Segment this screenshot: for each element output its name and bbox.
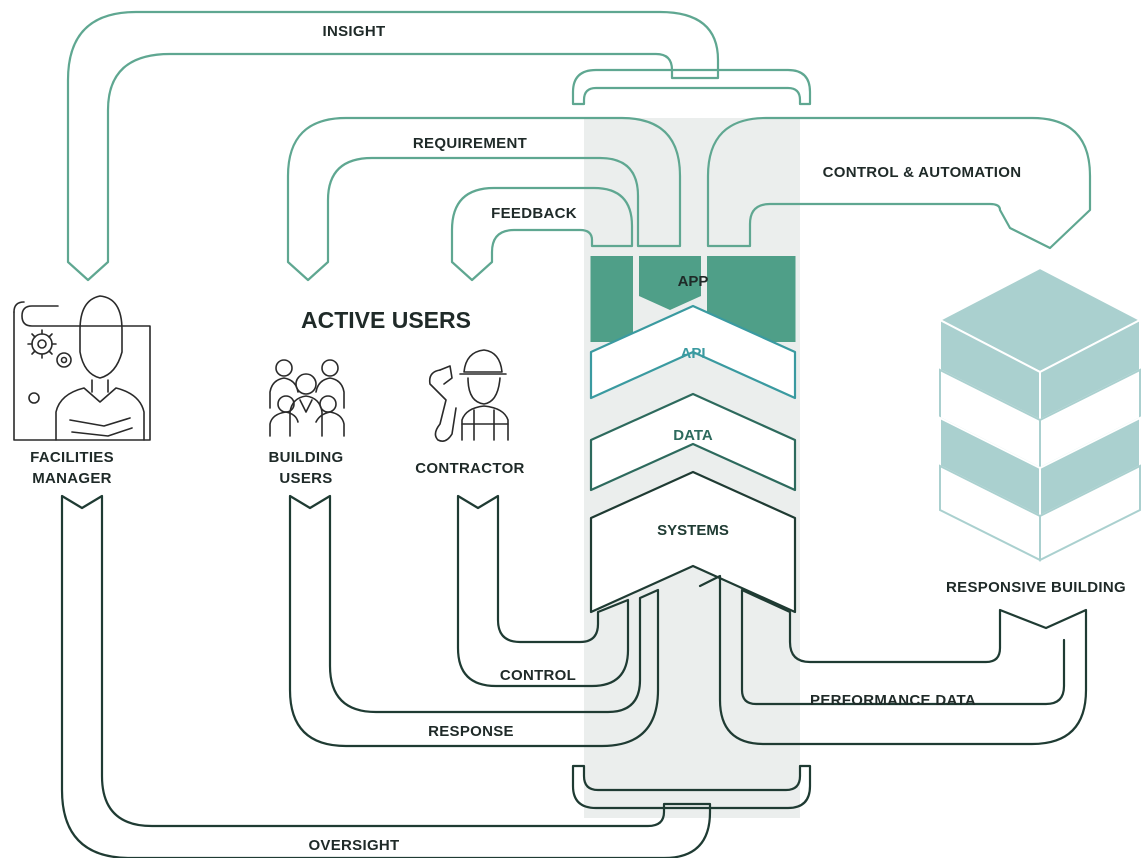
facilities-manager-label-2: MANAGER <box>32 470 112 487</box>
facilities-manager-label-1: FACILITIES <box>30 449 114 466</box>
feedback-arrow <box>450 186 634 282</box>
building-users-label-1: BUILDING <box>269 449 344 466</box>
building-users-label-2: USERS <box>279 470 332 487</box>
control-automation-arrow <box>706 116 1092 250</box>
insight-arrow <box>66 10 720 282</box>
data-layer-label: DATA <box>673 427 713 444</box>
response-label: RESPONSE <box>428 723 514 740</box>
building-users-icon <box>269 359 345 437</box>
api-layer-label: API <box>680 345 705 362</box>
control-automation-label: CONTROL & AUTOMATION <box>823 164 1022 181</box>
requirement-label: REQUIREMENT <box>413 135 527 152</box>
contractor-icon <box>428 349 509 442</box>
bottom-bracket <box>571 764 812 810</box>
requirement-arrow <box>286 116 682 282</box>
systems-layer-label: SYSTEMS <box>657 522 729 539</box>
top-bracket <box>571 68 812 106</box>
facilities-manager-icon <box>13 295 151 441</box>
insight-label: INSIGHT <box>323 23 386 40</box>
responsive-building-icon <box>937 266 1143 562</box>
performance-data-label: PERFORMANCE DATA <box>810 692 976 709</box>
app-layer <box>590 256 796 342</box>
app-layer-label: APP <box>678 273 709 290</box>
control-arrow <box>456 494 630 688</box>
data-layer <box>589 392 797 492</box>
systems-layer <box>589 470 797 614</box>
active-users-title: ACTIVE USERS <box>301 307 471 333</box>
responsive-building-label: RESPONSIVE BUILDING <box>946 579 1126 596</box>
performance-data-arrow <box>698 574 1088 746</box>
oversight-label: OVERSIGHT <box>308 837 399 854</box>
api-layer <box>589 304 797 400</box>
control-label: CONTROL <box>500 667 576 684</box>
response-arrow <box>288 494 660 748</box>
feedback-label: FEEDBACK <box>491 205 577 222</box>
contractor-label: CONTRACTOR <box>415 460 524 477</box>
